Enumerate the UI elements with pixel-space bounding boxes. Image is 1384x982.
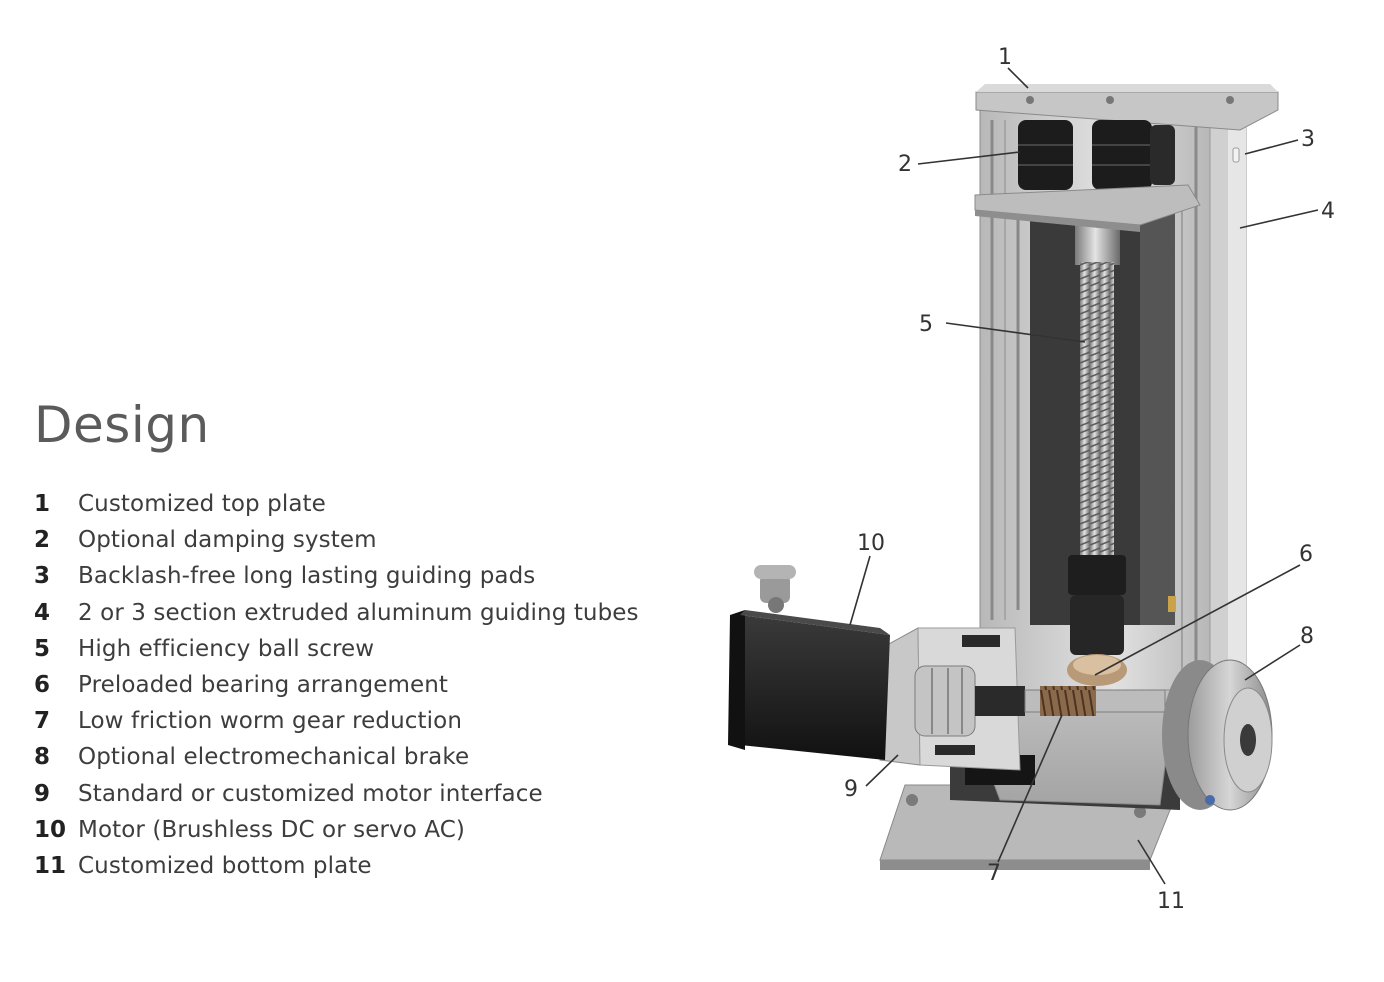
item-label: High efficiency ball screw: [78, 635, 375, 662]
motor: [728, 565, 890, 760]
callout-8: 8: [1300, 624, 1314, 649]
item-number: 9: [34, 780, 51, 807]
item-number: 3: [34, 563, 51, 590]
callout-1: 1: [998, 45, 1012, 70]
item-label: Optional electromechanical brake: [78, 744, 470, 771]
list-item: 5 High efficiency ball screw: [34, 631, 639, 667]
carriage-plate: [974, 184, 1201, 232]
item-number: 8: [34, 744, 51, 771]
list-item: 1 Customized top plate: [34, 486, 639, 522]
guiding-pad: [1232, 147, 1240, 163]
top-plate: [975, 84, 1279, 131]
callout-2: 2: [898, 152, 912, 177]
list-item: 7 Low friction worm gear reduction: [34, 703, 639, 739]
callout-6: 6: [1299, 542, 1313, 567]
item-number: 6: [34, 672, 51, 699]
item-label: Low friction worm gear reduction: [78, 708, 463, 735]
brake: [1162, 659, 1273, 811]
list-item: 9 Standard or customized motor interface: [34, 776, 639, 812]
damping-system: [1018, 120, 1175, 190]
item-label: Standard or customized motor interface: [78, 780, 543, 807]
list-item: 11 Customized bottom plate: [34, 848, 639, 884]
item-number: 2: [34, 527, 51, 554]
item-label: Motor (Brushless DC or servo AC): [78, 816, 466, 843]
design-title: Design: [34, 396, 210, 454]
item-number: 5: [34, 635, 51, 662]
callout-numbers: 1 2 3 4 5 6 7 8 9 10 11: [844, 45, 1335, 914]
item-number: 7: [34, 708, 51, 735]
item-number: 4: [34, 599, 51, 626]
callout-3: 3: [1301, 127, 1315, 152]
ball-screw: [1075, 225, 1120, 557]
item-label: Backlash-free long lasting guiding pads: [78, 563, 536, 590]
item-label: Customized top plate: [78, 491, 326, 518]
bearing-arrangement: [1067, 555, 1127, 686]
actuator-cutaway-diagram: 1 2 3 4 5 6 7 8 9 10 11: [728, 45, 1335, 914]
coupling: [914, 665, 1025, 737]
callout-10: 10: [857, 531, 885, 556]
worm-gear: [1024, 686, 1166, 716]
list-item: 4 2 or 3 section extruded aluminum guidin…: [34, 595, 639, 631]
item-number: 10: [34, 816, 67, 843]
list-item: 6 Preloaded bearing arrangement: [34, 667, 639, 703]
item-number: 11: [34, 852, 67, 879]
list-item: 2 Optional damping system: [34, 522, 639, 558]
parts-list: 1 Customized top plate 2 Optional damping …: [34, 486, 639, 884]
callout-5: 5: [919, 312, 933, 337]
item-label: Optional damping system: [78, 527, 377, 554]
callout-9: 9: [844, 777, 858, 802]
callout-7: 7: [987, 861, 1001, 886]
list-item: 3 Backlash-free long lasting guiding pads: [34, 558, 639, 594]
list-item: 10 Motor (Brushless DC or servo AC): [34, 812, 639, 848]
leader-lines: [849, 67, 1319, 885]
list-item: 8 Optional electromechanical brake: [34, 739, 639, 775]
item-label: Customized bottom plate: [78, 852, 372, 879]
item-label: 2 or 3 section extruded aluminum guiding…: [78, 599, 639, 626]
item-label: Preloaded bearing arrangement: [78, 672, 449, 699]
callout-11: 11: [1157, 889, 1185, 914]
callout-4: 4: [1321, 199, 1335, 224]
item-number: 1: [34, 491, 51, 518]
